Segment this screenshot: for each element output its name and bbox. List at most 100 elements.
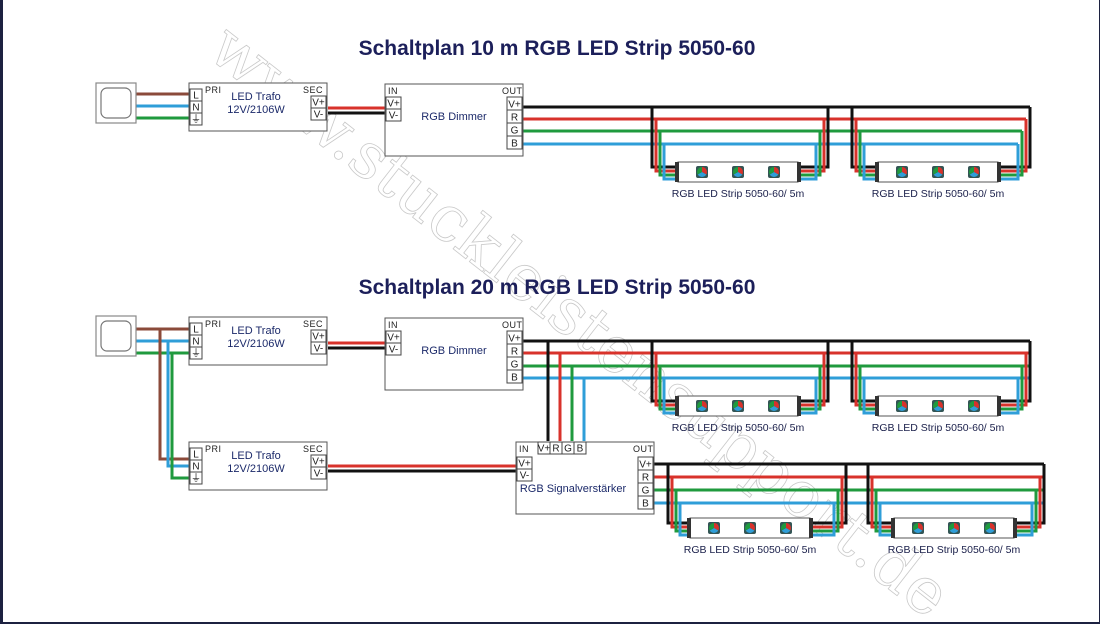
dimmer-out-label: OUT	[502, 86, 523, 96]
trafo-pri-terminal-box	[189, 112, 203, 126]
led-chip-red	[918, 523, 923, 531]
led-chip-red	[938, 401, 943, 409]
strip-feed-right	[998, 131, 1024, 177]
led-chip-blue	[697, 172, 707, 177]
led-chip-blue	[985, 528, 995, 533]
trafo-pri-label: PRI	[205, 85, 222, 95]
trafo-sec-terminal-label: V-	[314, 110, 323, 121]
trafo-rating: 12V/2106W	[227, 104, 285, 116]
amplifier-in-terminal-box	[516, 468, 533, 482]
amplifier-in-label: IN	[519, 444, 529, 454]
strip-feed-left	[658, 366, 678, 411]
strip-feed-right	[798, 378, 818, 415]
dimmer-out-label: OUT	[502, 320, 523, 330]
led-strip-connector-right	[1013, 518, 1017, 538]
strip-feed-left	[654, 119, 678, 173]
trafo-sec-label: SEC	[303, 444, 323, 454]
led-strip-label: RGB LED Strip 5050-60/ 5m	[672, 188, 805, 200]
led-strip-label: RGB LED Strip 5050-60/ 5m	[684, 544, 817, 556]
strip-feed-left	[662, 144, 678, 181]
trafo-rating: 12V/2106W	[227, 463, 285, 475]
strip-feed-right	[998, 144, 1020, 181]
trafo-pri-terminal-label: L	[193, 325, 199, 336]
trafo-pri-label: PRI	[205, 319, 222, 329]
trafo-pri-terminal-label: ⏚	[191, 473, 201, 485]
mains-N-branch	[166, 341, 190, 468]
led-strip-label: RGB LED Strip 5050-60/ 5m	[872, 422, 1005, 434]
strip-feed-left	[878, 503, 894, 537]
amplifier-out-terminal-label: V+	[639, 460, 652, 471]
led-strip-connector-right	[809, 518, 813, 538]
dimmer-out-terminal-label: R	[511, 347, 518, 358]
led-chip-blue	[933, 172, 943, 177]
strip-feed-right	[998, 341, 1032, 403]
amplifier-out-terminal-label: B	[642, 499, 649, 510]
led-chip-blue	[733, 172, 743, 177]
strip-feed-right	[998, 366, 1024, 411]
strip-feed-left	[858, 366, 878, 411]
led-chip-red	[738, 401, 743, 409]
led-chip-green	[733, 401, 738, 409]
dimmer-out-terminal-label: G	[511, 360, 519, 371]
trafo-pri-terminal-box	[189, 471, 203, 485]
amplifier-name: RGB Signalverstärker	[520, 483, 627, 495]
strip-feed-left	[862, 144, 878, 181]
dimmer-box	[384, 83, 524, 157]
strip-feed-left	[650, 107, 678, 169]
strip-feed-right	[798, 107, 830, 169]
power-outlet-socket	[100, 87, 132, 119]
led-strip-connector-left	[875, 162, 879, 182]
dimmer-out-terminal-label: G	[511, 126, 519, 137]
trafo-pri-terminal-label: ⏚	[191, 348, 201, 360]
dimmer-in-terminal-label: V+	[387, 99, 400, 110]
led-chip-green	[697, 401, 702, 409]
strip-feed-left	[866, 464, 894, 525]
led-chip-blue	[781, 528, 791, 533]
strip-feed-left	[678, 503, 690, 537]
led-chip-red	[774, 401, 779, 409]
led-chip-green	[933, 401, 938, 409]
amplifier-out-terminal-label: G	[642, 486, 650, 497]
strip-feed-right	[810, 490, 840, 533]
led-chip-red	[750, 523, 755, 531]
led-chip-blue	[733, 406, 743, 411]
led-chip-green	[709, 523, 714, 531]
led-chip-blue	[697, 406, 707, 411]
strip-feed-right	[1014, 503, 1034, 537]
amplifier-top-terminal-box	[573, 441, 587, 455]
trafo-sec-terminal-box	[310, 466, 327, 480]
led-chip-red	[774, 167, 779, 175]
led-strip-label: RGB LED Strip 5050-60/ 5m	[672, 422, 805, 434]
strip-feed-right	[810, 464, 848, 525]
trafo-sec-terminal-label: V+	[312, 332, 325, 343]
led-chip-green	[733, 167, 738, 175]
led-strip-label: RGB LED Strip 5050-60/ 5m	[888, 544, 1021, 556]
strip-feed-right	[798, 353, 826, 407]
strip-feed-right	[1014, 464, 1046, 525]
trafo-sec-label: SEC	[303, 85, 323, 95]
amplifier-top-terminal-label: R	[552, 444, 559, 455]
strip-feed-left	[670, 477, 690, 529]
trafo-pri-terminal-box	[189, 346, 203, 360]
strip-feed-left	[870, 477, 894, 529]
led-strip-label: RGB LED Strip 5050-60/ 5m	[872, 188, 1005, 200]
dimmer-box	[384, 317, 524, 391]
led-chip-green	[985, 523, 990, 531]
amplifier-top-terminal-label: B	[577, 444, 584, 455]
led-chip-blue	[913, 528, 923, 533]
led-strip-connector-right	[797, 396, 801, 416]
led-chip-green	[913, 523, 918, 531]
strip-feed-left	[854, 353, 878, 407]
led-chip-blue	[933, 406, 943, 411]
led-chip-red	[786, 523, 791, 531]
led-chip-blue	[969, 172, 979, 177]
amplifier-top-terminal-label: G	[564, 444, 572, 455]
led-strip-connector-left	[687, 518, 691, 538]
led-chip-green	[769, 401, 774, 409]
trafo-pri-terminal-label: L	[193, 91, 199, 102]
title-10m: Schaltplan 10 m RGB LED Strip 5050-60	[359, 37, 756, 60]
dimmer-out-terminal-label: R	[511, 113, 518, 124]
led-chip-blue	[969, 406, 979, 411]
trafo-rating: 12V/2106W	[227, 338, 285, 350]
strip-feed-right	[798, 366, 822, 411]
